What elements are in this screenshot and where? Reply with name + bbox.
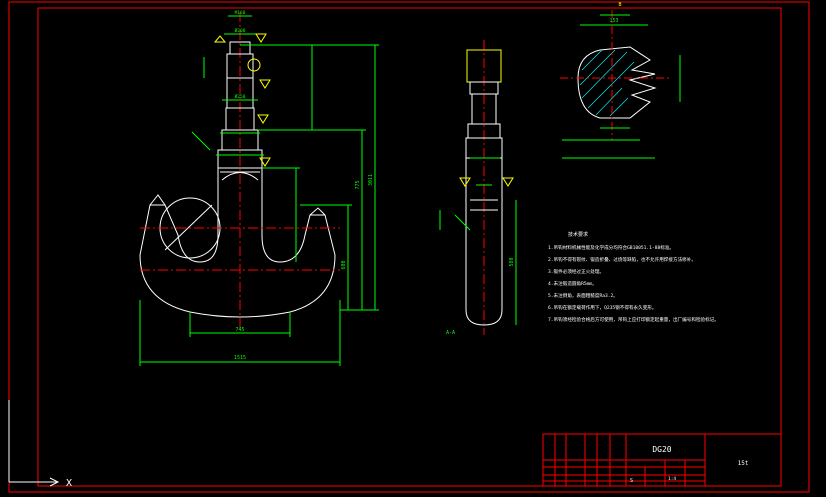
surface-marks-front <box>213 33 271 167</box>
tech-req-item-4: 4.未注锻造圆角R5mm。 <box>548 280 597 287</box>
tech-req-heading: 技术要求 <box>568 231 588 238</box>
front-view-dimensions <box>139 15 379 366</box>
tech-req-item-1: 1.吊钩材料机械性能及化学成分均符合GB10051.1-88标准。 <box>548 244 674 251</box>
surface-marks-side <box>459 177 514 187</box>
dim-shank-dia-2: Ø250 <box>235 93 246 100</box>
outer-frame <box>8 1 810 493</box>
dim-upper-height: 775 <box>355 180 361 189</box>
side-view-dimensions <box>439 157 517 325</box>
inner-frame <box>37 7 782 487</box>
tech-req-item-2: 2.吊钩不得有裂纹、锻造折叠、过烧等缺陷，也不允许用焊接方法修补。 <box>548 256 696 263</box>
hook-front-view <box>139 12 340 330</box>
view-label-b: B <box>618 2 621 8</box>
title-cell-scale-s: S <box>630 478 633 484</box>
dim-shank-dia: Ø200 <box>235 27 246 34</box>
ucs-x-label: X <box>66 478 72 489</box>
dim-hook-height: 600 <box>341 260 347 269</box>
hook-side-view <box>465 40 503 335</box>
section-dimensions <box>562 14 681 159</box>
dim-section-width: 153 <box>609 18 618 24</box>
tech-req-item-7: 7.吊钩须经检验合格后方可使用，吊钩上应打印额定起重量，出厂编号和检验标记。 <box>548 316 719 323</box>
title-cell-scale: 1:4 <box>668 476 676 482</box>
tech-req-item-3: 3.锻件必须经过正火处理。 <box>548 268 604 275</box>
section-view <box>560 10 670 140</box>
dim-thread: M160 <box>235 10 246 16</box>
tech-req-item-5: 5.未注倒角，表面粗糙度Ra3.2。 <box>548 292 618 299</box>
ucs-icon <box>8 400 60 487</box>
title-block <box>542 433 782 487</box>
part-name: 15t <box>738 460 749 467</box>
text-layer: 1515 745 3011 775 600 Ø200 Ø250 M160 580… <box>66 2 749 489</box>
dim-side-width: 580 <box>509 257 515 266</box>
dim-throat-width: 745 <box>235 327 244 333</box>
dim-total-height: 3011 <box>368 174 374 186</box>
drawing-number: DG20 <box>652 445 671 454</box>
tech-req-item-6: 6.吊钩在额定载荷作用下，Q235钢不得有永久变形。 <box>548 304 656 311</box>
section-label: A-A <box>446 330 455 336</box>
dim-overall-width: 1515 <box>234 355 246 361</box>
